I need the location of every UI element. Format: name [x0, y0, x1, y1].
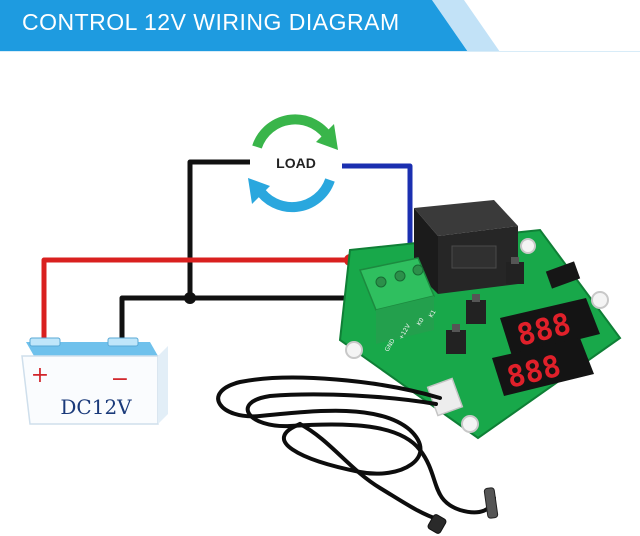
load-return-wire	[342, 163, 413, 246]
relay	[414, 200, 518, 294]
thermostat-module: GND +12V K0 K1 888 888	[338, 200, 622, 440]
terminal-screw	[412, 264, 424, 276]
mount-hole	[591, 291, 609, 309]
load-cycle-icon: LOAD	[248, 114, 338, 213]
load-label: LOAD	[276, 155, 316, 171]
push-buttons	[446, 257, 524, 354]
battery-voltage-label: DC12V	[60, 395, 132, 419]
battery-positive-sign: +	[31, 363, 49, 388]
mount-hole	[345, 341, 363, 359]
negative-junction	[184, 292, 196, 304]
temperature-probe-cable	[216, 375, 496, 522]
battery: + − DC12V	[21, 337, 168, 425]
mount-hole	[461, 415, 479, 433]
title-banner: CONTROL 12V WIRING DIAGRAM	[0, 0, 640, 52]
terminal-screw	[394, 270, 406, 282]
temperature-probe-tip	[427, 487, 499, 534]
negative-wire	[119, 295, 370, 344]
pcb-label-k1: K1	[428, 309, 438, 319]
banner-background	[0, 0, 640, 52]
pcb-label-k0: K0	[416, 317, 426, 327]
battery-negative-sign: −	[111, 367, 129, 392]
terminal-screw	[375, 276, 387, 288]
ic-chip	[545, 261, 581, 289]
led-display: 888 888	[492, 298, 600, 396]
terminal-block	[358, 257, 436, 344]
load-neutral-wire	[187, 159, 250, 298]
diagram-title: CONTROL 12V WIRING DIAGRAM	[22, 9, 400, 35]
mount-hole	[520, 238, 536, 254]
